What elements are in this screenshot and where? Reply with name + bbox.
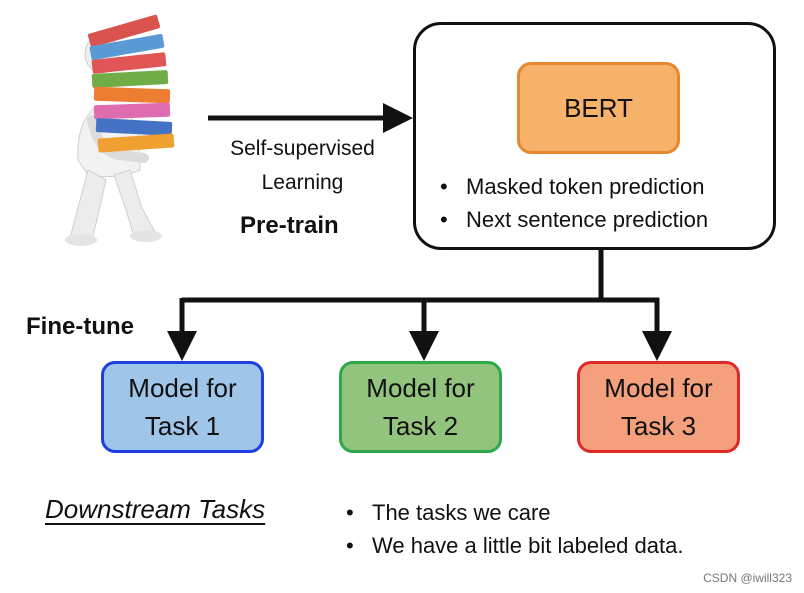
downstream-title: Downstream Tasks <box>45 494 266 524</box>
model-task-2-box: Model for Task 2 <box>339 361 502 453</box>
pretrain-task-list: Masked token prediction Next sentence pr… <box>434 170 708 236</box>
pretrain-task-item: Masked token prediction <box>434 170 708 203</box>
person-carrying-binders-icon <box>65 14 175 246</box>
pretrain-label-line1: Self-supervised <box>230 137 375 160</box>
downstream-notes: The tasks we care We have a little bit l… <box>340 496 683 562</box>
finetune-stage-label: Fine-tune <box>26 313 134 340</box>
binder-stack <box>87 14 175 153</box>
pretrain-arrow-label: Self-supervised Learning <box>200 132 405 200</box>
bert-model-name: BERT <box>564 92 633 123</box>
downstream-note-item: We have a little bit labeled data. <box>340 529 683 562</box>
bert-model-box: BERT <box>517 62 680 154</box>
downstream-note-item: The tasks we care <box>340 496 683 529</box>
model-task-3-box: Model for Task 3 <box>577 361 740 453</box>
pretrain-stage-label: Pre-train <box>240 212 339 239</box>
model-task-1-box: Model for Task 1 <box>101 361 264 453</box>
pretrain-task-item: Next sentence prediction <box>434 203 708 236</box>
pretrain-label-line2: Learning <box>261 171 344 194</box>
watermark: CSDN @iwill323 <box>703 571 792 585</box>
